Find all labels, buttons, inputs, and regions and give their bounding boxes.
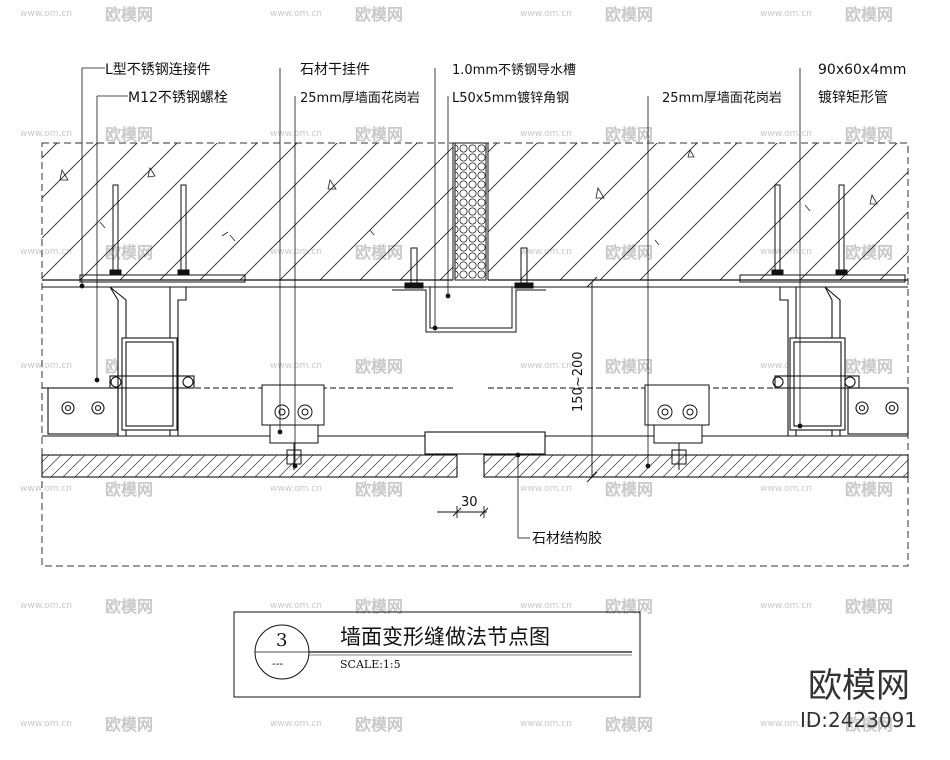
right-dry-hanger — [644, 384, 710, 470]
watermark-site: www.om.cn — [270, 484, 322, 494]
dim-30 — [437, 506, 489, 518]
label-rect-tube-size: 90x60x4mm — [818, 62, 906, 78]
title-block — [233, 611, 641, 698]
watermark-brand: 欧模网 — [605, 480, 653, 499]
watermark-site: www.om.cn — [760, 9, 812, 19]
watermark-brand: 欧模网 — [355, 5, 403, 24]
label-granite-left: 25mm厚墙面花岗岩 — [300, 90, 420, 106]
watermark-brand: 欧模网 — [355, 125, 403, 144]
watermark-brand: 欧模网 — [605, 597, 653, 616]
watermark-site: www.om.cn — [760, 719, 812, 729]
watermark-brand: 欧模网 — [845, 480, 893, 499]
watermark-brand: 欧模网 — [105, 5, 153, 24]
watermark-site: www.om.cn — [760, 129, 812, 139]
right-embedded-plate — [739, 184, 906, 283]
label-m12-bolt: M12不锈钢螺栓 — [128, 90, 228, 106]
label-dry-hanger: 石材干挂件 — [300, 62, 370, 78]
label-granite-right: 25mm厚墙面花岗岩 — [662, 90, 782, 106]
watermark-site: www.om.cn — [270, 601, 322, 611]
label-l-connector: L型不锈钢连接件 — [105, 61, 211, 78]
insulation-filler — [454, 142, 487, 281]
drawing-scale: SCALE:1:5 — [340, 658, 401, 671]
watermark-brand: 欧模网 — [845, 357, 893, 376]
watermark-brand: 欧模网 — [355, 357, 403, 376]
watermark-brand: 欧模网 — [605, 5, 653, 24]
watermark-site: www.om.cn — [270, 9, 322, 19]
watermark-brand: 欧模网 — [845, 5, 893, 24]
watermark-site: www.om.cn — [20, 719, 72, 729]
watermark-brand: 欧模网 — [105, 597, 153, 616]
watermark-site: www.om.cn — [520, 129, 572, 139]
brand-watermark: 欧模网 — [808, 666, 910, 706]
watermark-site: www.om.cn — [520, 719, 572, 729]
watermark-brand: 欧模网 — [605, 125, 653, 144]
watermark-site: www.om.cn — [270, 719, 322, 729]
watermark-brand: 欧模网 — [845, 597, 893, 616]
watermark-site: www.om.cn — [520, 484, 572, 494]
stainless-gutter — [388, 247, 550, 333]
granite-cladding — [41, 431, 909, 478]
left-dry-hanger — [261, 384, 325, 470]
dim-150-200-text: 150~200 — [571, 351, 586, 412]
leader-lines — [79, 67, 803, 539]
watermark-site: www.om.cn — [760, 484, 812, 494]
watermark-brand: 欧模网 — [355, 715, 403, 734]
watermark-brand: 欧模网 — [105, 125, 153, 144]
detail-number-sub: --- — [272, 657, 283, 670]
watermark-site: www.om.cn — [270, 361, 322, 371]
watermark-site: www.om.cn — [520, 601, 572, 611]
watermark-brand: 欧模网 — [355, 480, 403, 499]
watermark-site: www.om.cn — [760, 361, 812, 371]
watermark-brand: 欧模网 — [605, 357, 653, 376]
watermark-site: www.om.cn — [520, 361, 572, 371]
label-rect-tube-name: 镀锌矩形管 — [818, 89, 888, 106]
dim-150-200 — [586, 276, 598, 483]
detail-number: 3 — [276, 630, 287, 651]
left-embedded-plate — [79, 184, 246, 283]
dim-30-text: 30 — [461, 495, 478, 510]
label-structural-glue: 石材结构胶 — [532, 530, 602, 547]
watermark-site: www.om.cn — [20, 601, 72, 611]
watermark-site: www.om.cn — [20, 361, 72, 371]
watermark-site: www.om.cn — [520, 9, 572, 19]
left-steel-frame — [47, 286, 195, 437]
watermark-brand: 欧模网 — [105, 715, 153, 734]
drawing-title: 墙面变形缝做法节点图 — [340, 625, 550, 649]
watermark-brand: 欧模网 — [605, 715, 653, 734]
right-steel-frame — [772, 286, 909, 437]
watermark-brand: 欧模网 — [355, 597, 403, 616]
watermark-site: www.om.cn — [20, 484, 72, 494]
watermark-site: www.om.cn — [20, 129, 72, 139]
watermark-brand: 欧模网 — [845, 125, 893, 144]
label-steel-gutter: 1.0mm不锈钢导水槽 — [452, 63, 576, 78]
label-angle-steel: L50x5mm镀锌角钢 — [452, 90, 569, 106]
concrete-wall — [42, 143, 908, 281]
watermark-site: www.om.cn — [270, 129, 322, 139]
id-watermark: ID:2423091 — [800, 708, 917, 732]
watermark-site: www.om.cn — [20, 9, 72, 19]
watermark-brand: 欧模网 — [105, 480, 153, 499]
watermark-brand: 欧模网 — [845, 715, 893, 734]
watermark-site: www.om.cn — [760, 601, 812, 611]
